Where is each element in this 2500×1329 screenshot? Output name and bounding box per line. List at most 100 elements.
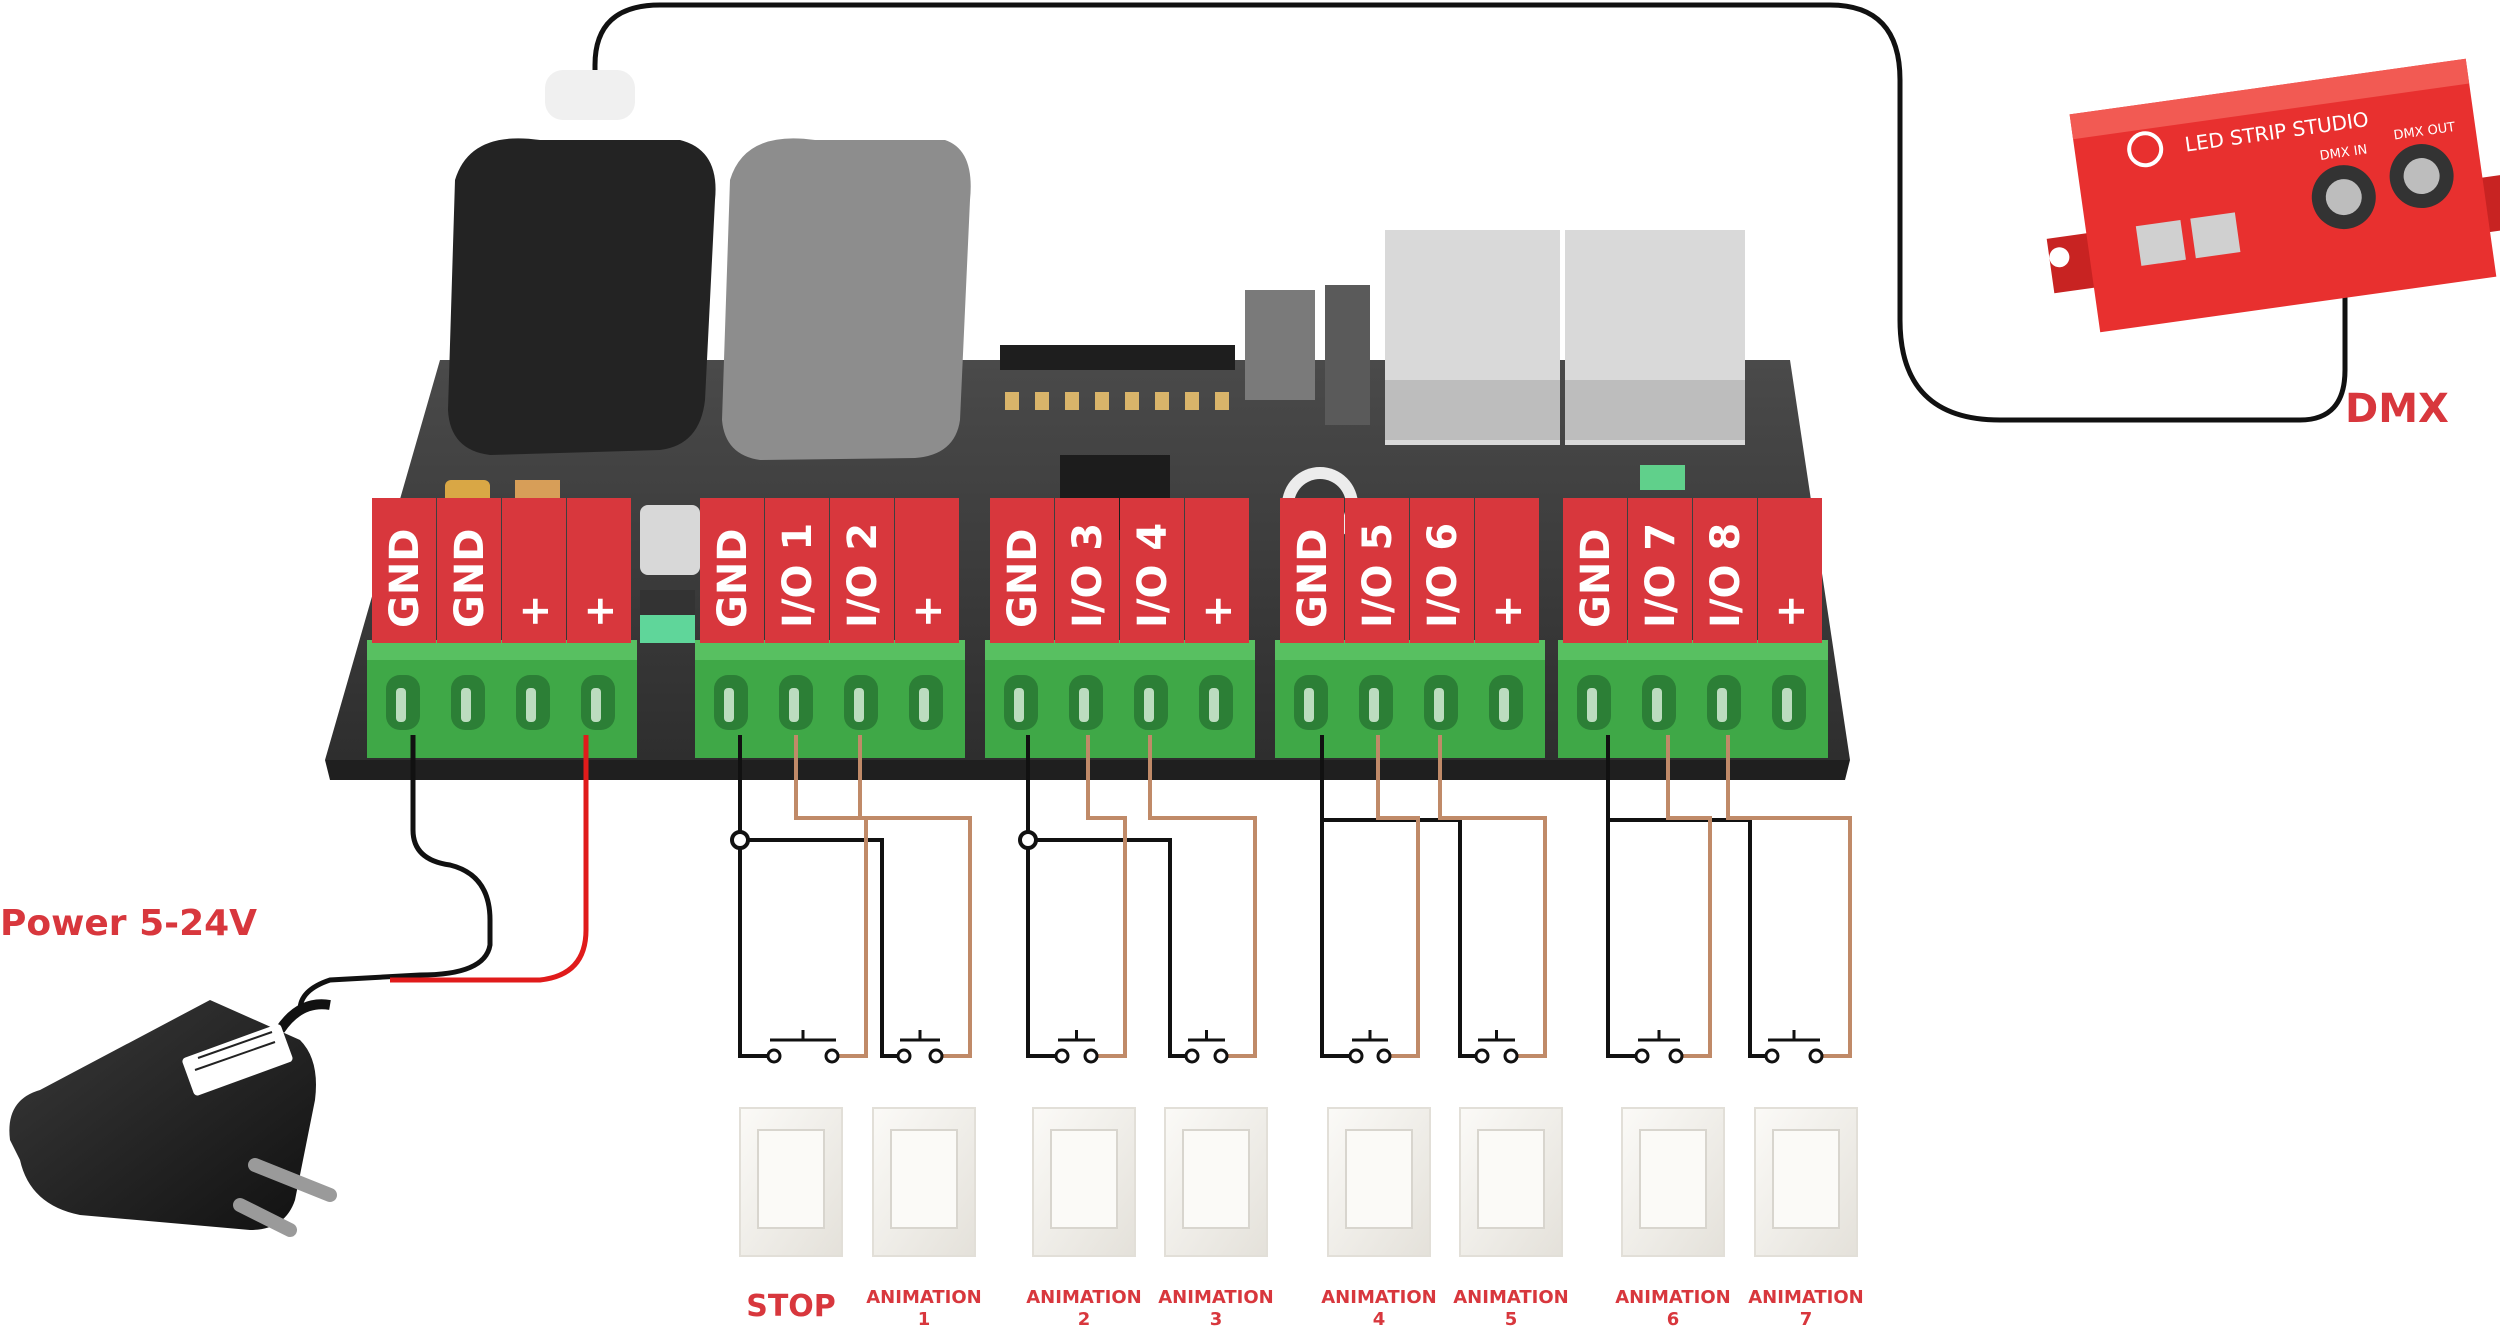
pin-label-bg	[567, 498, 631, 643]
pin-label-bg	[990, 498, 1054, 643]
xlr-connector-icon	[448, 138, 716, 455]
pin-label-bg	[1055, 498, 1119, 643]
wall-switch-rocker[interactable]	[890, 1129, 958, 1229]
dmx-label: DMX	[2345, 386, 2449, 432]
pin-label: I/O 3	[1065, 523, 1111, 628]
switch-label: ANIMATION	[866, 1287, 981, 1308]
switch-number: 6	[1667, 1309, 1680, 1329]
power-adapter-icon	[9, 999, 337, 1237]
pin-label: +	[905, 594, 951, 628]
terminal-screw-slot	[1717, 688, 1727, 722]
gnd-wire	[1026, 735, 1056, 1058]
terminal-screw-slot	[1499, 688, 1509, 722]
wall-switch-rocker[interactable]	[1772, 1129, 1840, 1229]
pin-label: I/O 8	[1703, 523, 1749, 628]
power-label: Power 5-24V	[0, 903, 257, 944]
terminal-screw-slot	[919, 688, 929, 722]
terminal-screw-slot	[1782, 688, 1792, 722]
switch-number: 7	[1800, 1309, 1813, 1329]
xlr-connector-icon	[722, 138, 971, 460]
pin-label: I/O 5	[1355, 523, 1401, 628]
terminal-housing-top	[367, 640, 637, 660]
gnd-wire	[1322, 818, 1488, 1058]
pin-label-bg	[502, 498, 566, 643]
pin-label-bg	[830, 498, 894, 643]
wall-switch-rocker[interactable]	[757, 1129, 825, 1229]
pin-label-bg	[1185, 498, 1249, 643]
terminal-screw-slot	[461, 688, 471, 722]
pin-label: +	[1768, 594, 1814, 628]
power-wire-gnd	[297, 735, 493, 1011]
switch-label: ANIMATION	[1615, 1287, 1730, 1308]
pin-label-bg	[1693, 498, 1757, 643]
pin-label: GND	[1000, 528, 1046, 628]
pin-label-bg	[1758, 498, 1822, 643]
switch-label: ANIMATION	[1748, 1287, 1863, 1308]
pin-label-bg	[1475, 498, 1539, 643]
gnd-wire	[1606, 735, 1636, 1058]
wall-switch-stop[interactable]: STOP	[739, 1107, 843, 1324]
pin-label: +	[1195, 594, 1241, 628]
terminal-screw-slot	[1369, 688, 1379, 722]
terminal-block-power: GND GND + +	[367, 498, 637, 758]
pin-label: +	[577, 594, 623, 628]
switch-number: 5	[1505, 1309, 1518, 1329]
rj45-port-icon	[1385, 230, 1560, 445]
dmx-interface-icon: LED STRIP STUDIO DMX IN DMX OUT	[2046, 58, 2500, 333]
terminal-screw-slot	[854, 688, 864, 722]
gnd-wire	[1320, 735, 1350, 1058]
gnd-wire	[738, 735, 768, 1058]
terminal-housing-top	[985, 640, 1255, 660]
io-wire	[1438, 735, 1547, 1058]
pin-label-bg	[1345, 498, 1409, 643]
push-button-icon	[1184, 1030, 1229, 1064]
wall-switch-rocker[interactable]	[1639, 1129, 1707, 1229]
switch-number: 2	[1078, 1309, 1091, 1329]
pin-label-bg	[1563, 498, 1627, 643]
pin-label-bg	[437, 498, 501, 643]
terminal-screw-slot	[396, 688, 406, 722]
push-button-icon	[1348, 1030, 1392, 1064]
pin-label-bg	[372, 498, 436, 643]
pin-label-bg	[765, 498, 829, 643]
io-wire	[1726, 735, 1852, 1058]
wall-switch-rocker[interactable]	[1477, 1129, 1545, 1229]
pin-label: +	[512, 594, 558, 628]
switch-number: 1	[918, 1309, 931, 1329]
push-button-icon	[1634, 1030, 1684, 1064]
wall-switch-rocker[interactable]	[1050, 1129, 1118, 1229]
pin-label: GND	[447, 528, 493, 628]
terminal-screw-slot	[1304, 688, 1314, 722]
pin-label: I/O 7	[1638, 523, 1684, 628]
gnd-wire	[1028, 838, 1198, 1058]
wall-switch-rocker[interactable]	[1345, 1129, 1413, 1229]
terminal-screw-slot	[1209, 688, 1219, 722]
push-button-icon	[1054, 1030, 1099, 1064]
gnd-wire	[1608, 818, 1778, 1058]
io-wire	[1148, 735, 1257, 1058]
pin-label-bg	[1410, 498, 1474, 643]
terminal-screw-slot	[724, 688, 734, 722]
pin-label: I/O 1	[775, 523, 821, 628]
terminal-screw-slot	[591, 688, 601, 722]
switch-label: ANIMATION	[1026, 1287, 1141, 1308]
pin-label-bg	[1280, 498, 1344, 643]
pin-label: GND	[382, 528, 428, 628]
switch-number: 3	[1210, 1309, 1223, 1329]
wall-switch-rocker[interactable]	[1182, 1129, 1250, 1229]
terminal-housing-top	[695, 640, 965, 660]
pin-label: I/O 6	[1420, 523, 1466, 628]
switch-label: ANIMATION	[1321, 1287, 1436, 1308]
switch-number: 4	[1373, 1309, 1386, 1329]
